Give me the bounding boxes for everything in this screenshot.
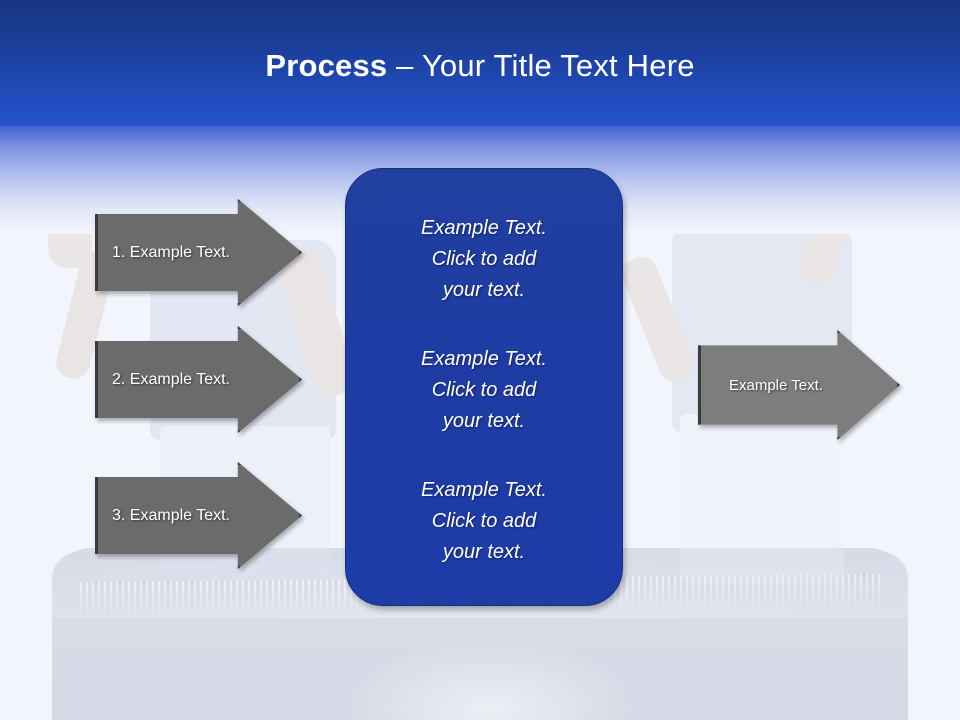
output-arrow-label: Example Text. — [729, 376, 823, 394]
step-arrow-3-label: 3. Example Text. — [112, 506, 230, 524]
step-arrow-1-label: 1. Example Text. — [112, 243, 230, 261]
content-panel[interactable]: Example Text. Click to add your text. Ex… — [345, 168, 623, 606]
step-arrow-1[interactable]: 1. Example Text. — [95, 199, 302, 306]
content-panel-block-3: Example Text. Click to add your text. — [421, 479, 547, 563]
title-bar: Process – Your Title Text Here — [0, 0, 960, 126]
content-panel-block-1: Example Text. Click to add your text. — [421, 217, 547, 301]
page-title-rest: – Your Title Text Here — [387, 48, 695, 83]
step-arrow-2[interactable]: 2. Example Text. — [95, 326, 302, 433]
content-panel-block-2: Example Text. Click to add your text. — [421, 348, 547, 432]
page-title: Process – Your Title Text Here — [0, 48, 960, 84]
page-title-strong: Process — [265, 48, 388, 83]
step-arrow-2-label: 2. Example Text. — [112, 370, 230, 388]
output-arrow[interactable]: Example Text. — [698, 330, 900, 440]
step-arrow-3[interactable]: 3. Example Text. — [95, 462, 302, 569]
